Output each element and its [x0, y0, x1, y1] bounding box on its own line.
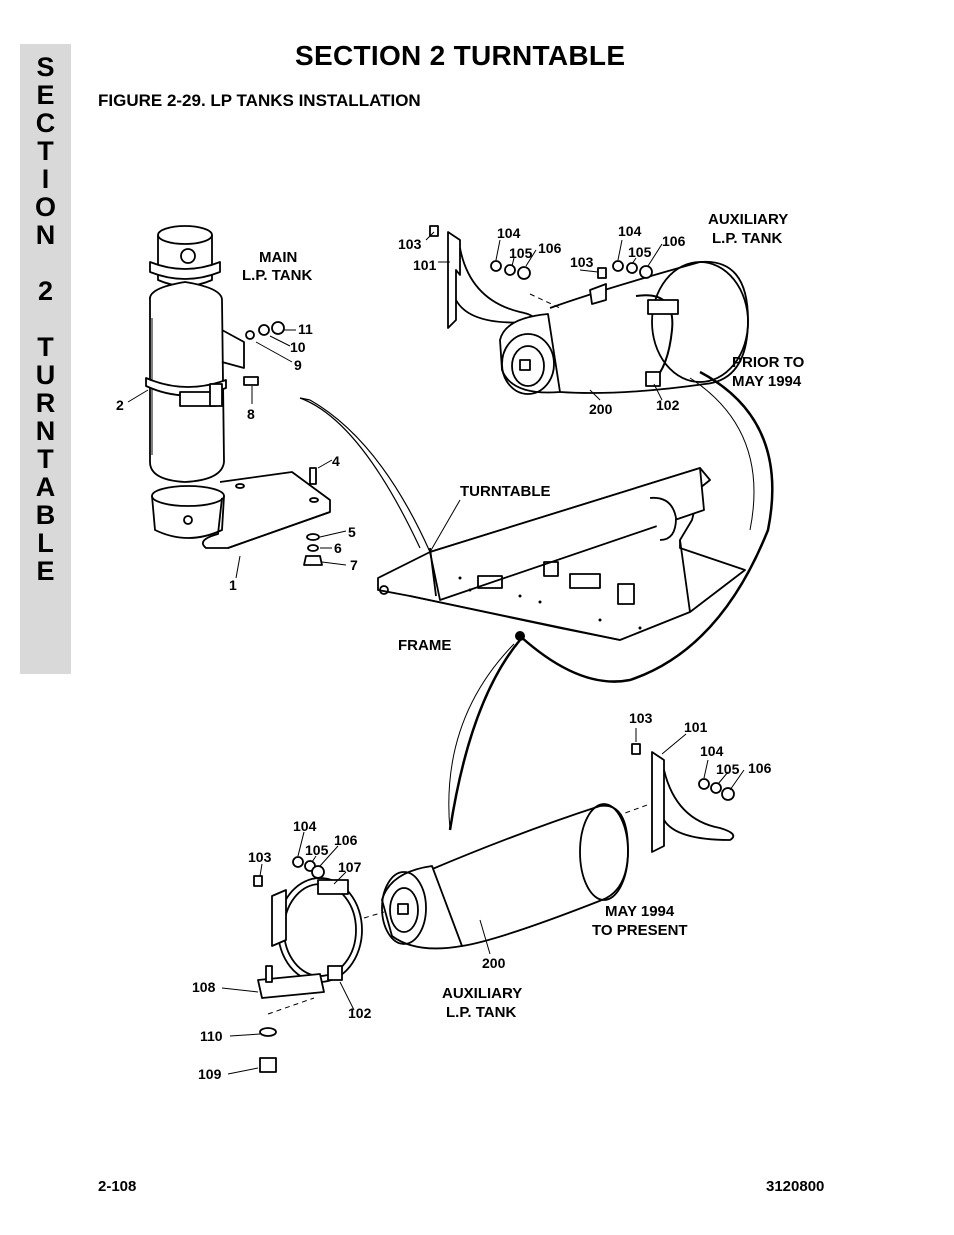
side-tab-letter: T [37, 136, 54, 166]
callout-9: 9 [294, 357, 302, 373]
callout-106d: 106 [334, 832, 358, 848]
side-tab-letter: O [34, 192, 56, 222]
callout-102d: 102 [348, 1005, 372, 1021]
side-tab-letter: I [41, 164, 50, 194]
aux-tank-top-label-line2: L.P. TANK [712, 230, 782, 247]
callout-106c: 106 [748, 760, 772, 776]
callout-102: 102 [656, 397, 680, 413]
side-tab-letter: 2 [37, 276, 54, 306]
side-tab-letter: N [35, 416, 56, 446]
callout-104c: 104 [700, 743, 724, 759]
callout-11: 11 [298, 321, 313, 337]
page-title: SECTION 2 TURNTABLE [295, 40, 626, 71]
callout-106b: 106 [662, 233, 686, 249]
bottom-aux-tank-drawing [221, 803, 629, 1075]
turntable-label: TURNTABLE [460, 483, 551, 500]
callout-8: 8 [247, 406, 255, 422]
callout-104b: 104 [618, 223, 642, 239]
callout-6: 6 [334, 540, 342, 556]
main-tank-label-line2: L.P. TANK [242, 267, 312, 284]
callout-103b: 103 [570, 254, 594, 270]
may-present-label-line2: TO PRESENT [592, 922, 688, 939]
callout-108: 108 [192, 979, 216, 995]
frame-label: FRAME [398, 637, 451, 654]
callout-105c: 105 [716, 761, 740, 777]
callout-107: 107 [338, 859, 362, 875]
side-tab-letter: U [35, 360, 56, 390]
callout-104: 104 [497, 225, 521, 241]
top-aux-tank-drawing [425, 225, 749, 401]
side-tab-letter: R [35, 388, 56, 418]
side-tab-letter: S [36, 52, 55, 82]
callout-7: 7 [350, 557, 358, 573]
callout-4: 4 [332, 453, 340, 469]
side-tab-letter: E [36, 556, 55, 586]
figure-title: FIGURE 2-29. LP TANKS INSTALLATION [98, 91, 421, 110]
side-tab-letter: C [35, 108, 56, 138]
page-number: 2-108 [98, 1178, 137, 1195]
callout-2: 2 [116, 397, 124, 413]
document-number: 3120800 [766, 1178, 825, 1195]
callout-103d: 103 [248, 849, 272, 865]
callout-1: 1 [229, 577, 237, 593]
callout-105b: 105 [628, 244, 652, 260]
section-side-tab: S E C T I O N 2 T U R N T A B L E [20, 44, 71, 674]
may-present-label-line1: MAY 1994 [605, 903, 675, 920]
callout-104d: 104 [293, 818, 317, 834]
turntable-frame-drawing [377, 467, 746, 641]
callout-105: 105 [509, 245, 533, 261]
aux-tank-bottom-label-line1: AUXILIARY [442, 985, 522, 1002]
callout-105d: 105 [305, 842, 329, 858]
callout-103: 103 [398, 236, 422, 252]
callout-101: 101 [413, 257, 437, 273]
main-lp-tank-drawing [127, 225, 347, 579]
side-tab-letter: E [36, 80, 55, 110]
side-tab-letter: B [35, 500, 56, 530]
callout-10: 10 [290, 339, 306, 355]
callout-106: 106 [538, 240, 562, 256]
prior-to-label-line1: PRIOR TO [732, 354, 805, 371]
main-tank-label-line1: MAIN [259, 249, 297, 266]
callout-5: 5 [348, 524, 356, 540]
right-bracket-drawing [599, 728, 745, 853]
callout-200d: 200 [482, 955, 506, 971]
side-tab-letter: L [37, 528, 54, 558]
aux-tank-bottom-label-line2: L.P. TANK [446, 1004, 516, 1021]
side-tab-letter: A [35, 472, 56, 502]
side-tab-letter: T [37, 332, 54, 362]
callout-109: 109 [198, 1066, 222, 1082]
callout-200: 200 [589, 401, 613, 417]
prior-to-label-line2: MAY 1994 [732, 373, 802, 390]
callout-103c: 103 [629, 710, 653, 726]
callout-101c: 101 [684, 719, 708, 735]
side-tab-letter: N [35, 220, 56, 250]
callout-110: 110 [200, 1028, 223, 1044]
side-tab-letter: T [37, 444, 54, 474]
aux-tank-top-label-line1: AUXILIARY [708, 211, 788, 228]
